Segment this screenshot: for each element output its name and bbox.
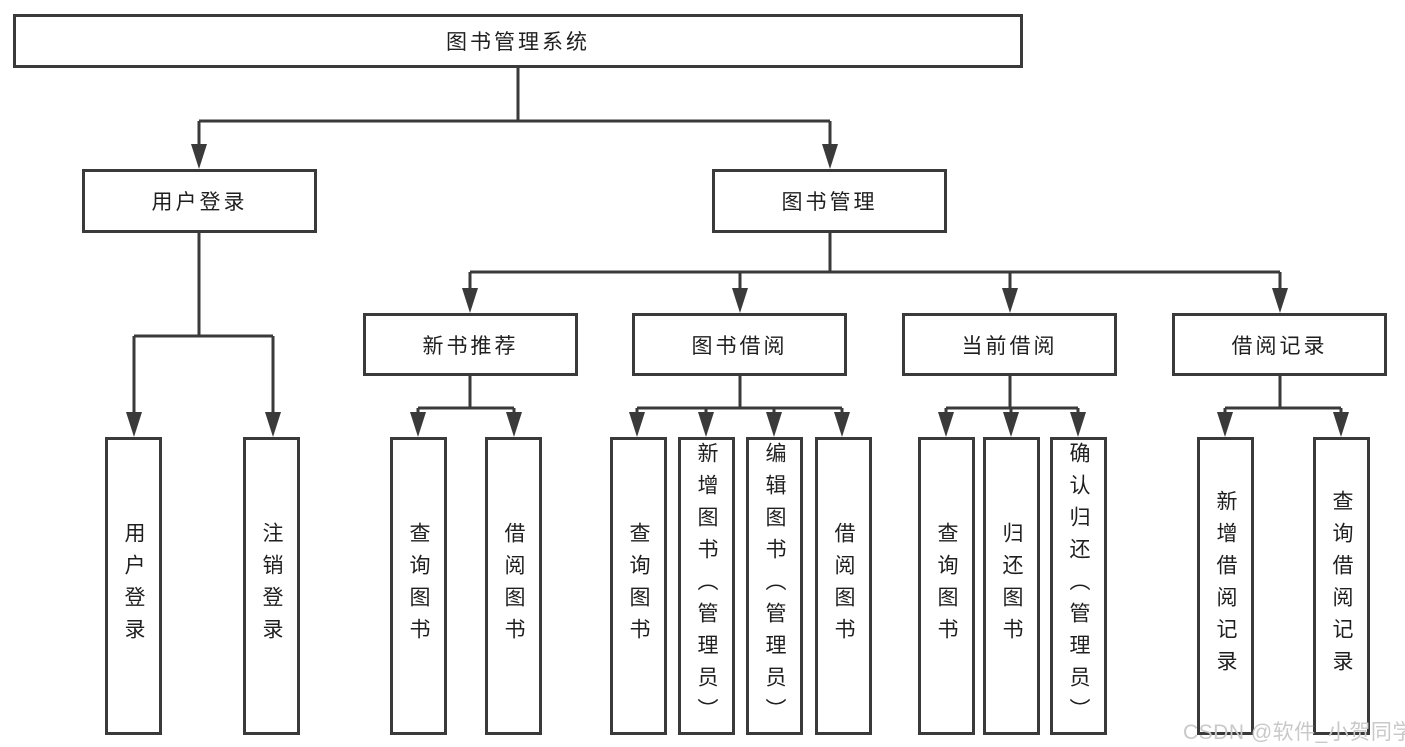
node-label: 查询图书	[627, 522, 651, 650]
node-label: 查询图书	[935, 522, 959, 650]
leaf-add-borrow-record: 新增借阅记录	[1197, 437, 1254, 735]
leaf-query-books-current: 查询图书	[918, 437, 975, 735]
node-label: 借阅图书	[502, 522, 526, 650]
node-label: 图书管理	[781, 191, 878, 214]
node-label: 用户登录	[151, 191, 248, 214]
leaf-confirm-return-admin: 确认归还（管理员）	[1050, 437, 1107, 735]
leaf-query-books-recommend: 查询图书	[390, 437, 447, 735]
node-label: 图书借阅	[691, 334, 788, 358]
leaf-query-books-borrow: 查询图书	[610, 437, 667, 735]
leaf-borrow-books-recommend: 借阅图书	[485, 437, 542, 735]
node-user-login: 用户登录	[82, 169, 317, 233]
node-label: 注销登录	[260, 522, 284, 650]
node-label: 借阅图书	[832, 522, 856, 650]
node-current-borrow: 当前借阅	[902, 313, 1117, 376]
leaf-logout: 注销登录	[243, 437, 300, 735]
node-label: 确认归还（管理员）	[1067, 442, 1091, 730]
node-label: 查询图书	[407, 522, 431, 650]
leaf-edit-book-admin: 编辑图书（管理员）	[746, 437, 803, 735]
node-label: 归还图书	[1000, 522, 1024, 650]
node-label: 用户登录	[122, 522, 146, 650]
arrowheads	[126, 144, 1349, 437]
leaf-user-login: 用户登录	[105, 437, 162, 735]
leaf-return-book: 归还图书	[983, 437, 1040, 735]
tree-edges	[132, 68, 1343, 414]
leaf-query-borrow-record: 查询借阅记录	[1313, 437, 1370, 735]
node-label: 当前借阅	[961, 334, 1058, 358]
node-label: 新书推荐	[422, 334, 519, 358]
node-borrow-records: 借阅记录	[1172, 313, 1387, 376]
node-label: 编辑图书（管理员）	[763, 442, 787, 730]
node-label: 借阅记录	[1231, 334, 1328, 358]
node-library-system: 图书管理系统	[13, 14, 1023, 68]
node-label: 图书管理系统	[446, 31, 590, 54]
node-label: 查询借阅记录	[1330, 490, 1354, 682]
node-label: 新增图书（管理员）	[695, 442, 719, 730]
node-label: 新增借阅记录	[1214, 490, 1238, 682]
leaf-add-book-admin: 新增图书（管理员）	[678, 437, 735, 735]
leaf-borrow-books: 借阅图书	[815, 437, 872, 735]
node-new-book-recommend: 新书推荐	[363, 313, 578, 376]
node-book-management: 图书管理	[712, 169, 947, 233]
node-book-borrow: 图书借阅	[632, 313, 847, 376]
csdn-watermark: CSDN @软件_小贺同学	[1183, 721, 1405, 744]
